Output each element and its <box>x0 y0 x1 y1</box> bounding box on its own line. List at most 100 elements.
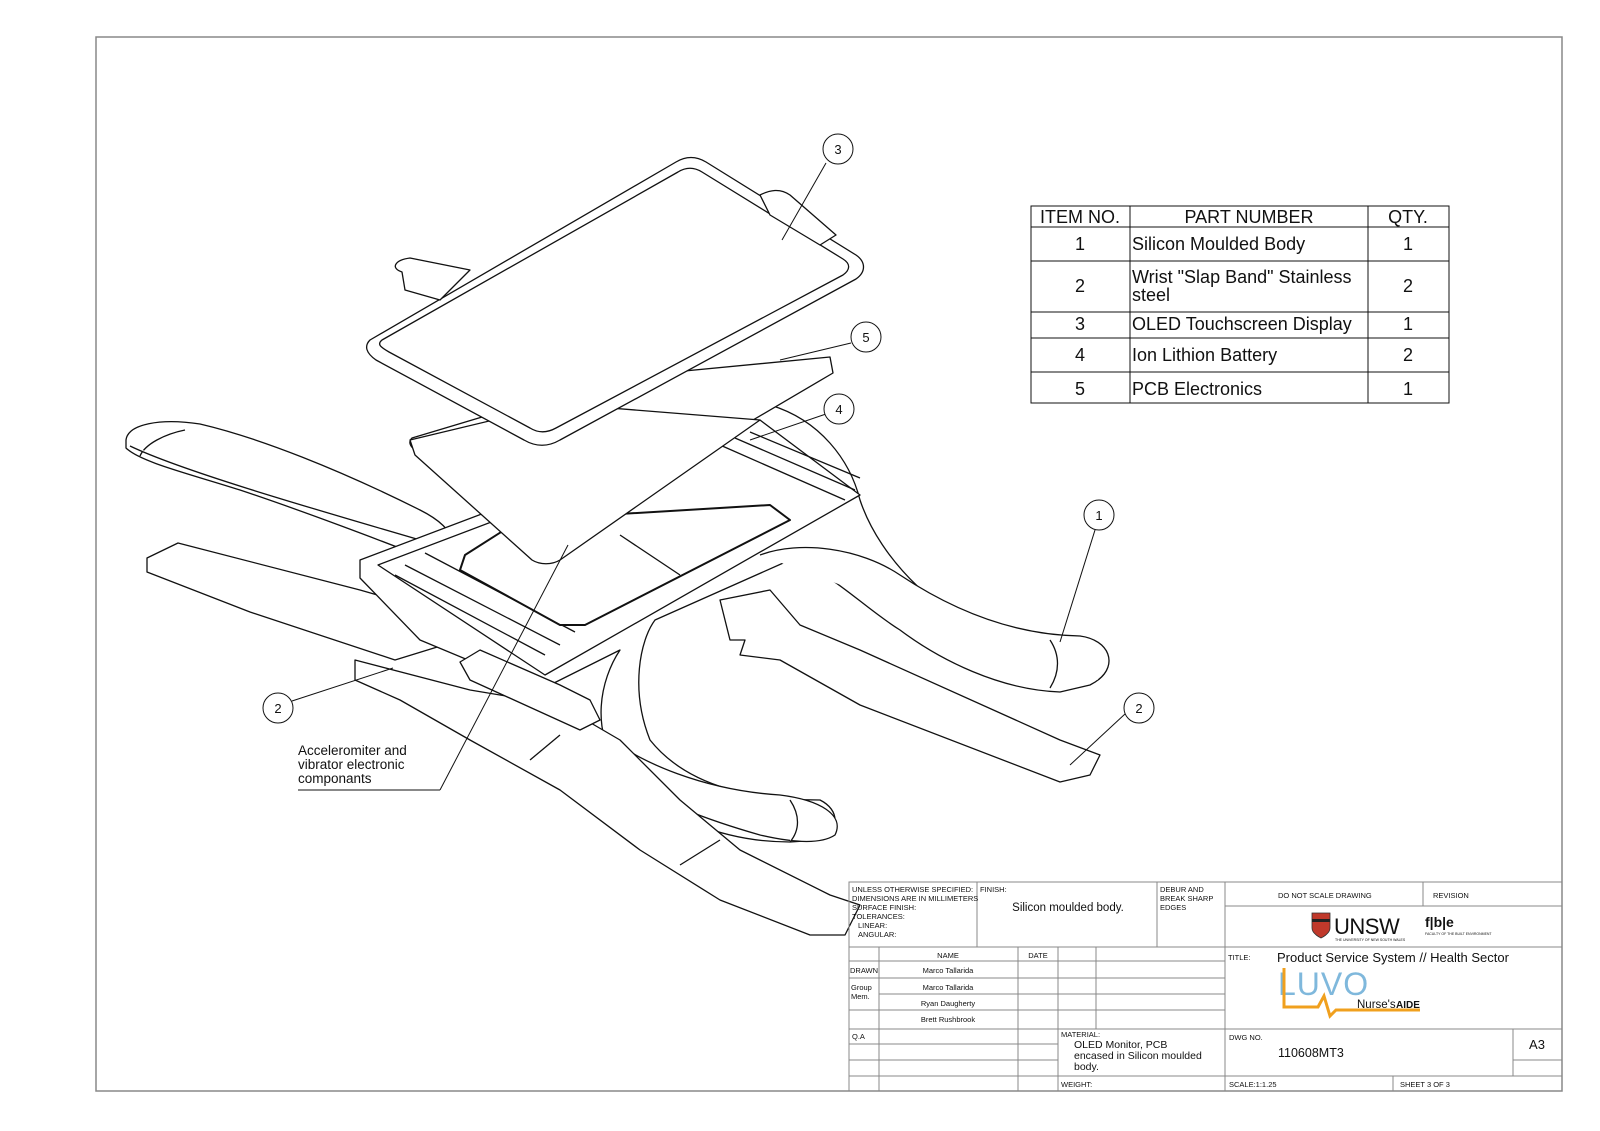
title-label: TITLE: <box>1228 953 1251 962</box>
bom-row-2-item: 2 <box>1075 276 1085 296</box>
unsw-crest-band <box>1312 919 1330 922</box>
spec-line-6: ANGULAR: <box>858 930 896 939</box>
leader-5 <box>779 342 852 361</box>
body-arm-rear-left <box>125 421 457 561</box>
debur-line-1: DEBUR AND <box>1160 885 1204 894</box>
leader-4 <box>749 413 827 441</box>
note-line-2: vibrator electronic <box>298 757 405 772</box>
leader-1 <box>1059 529 1096 643</box>
member-name-1: Marco Tallarida <box>923 983 975 992</box>
luvo-aide: AIDE <box>1396 1000 1420 1011</box>
spec-line-2: DIMENSIONS ARE IN MILLIMETERS <box>852 894 978 903</box>
fbe-wordmark: f|b|e <box>1425 914 1454 930</box>
finish-value: Silicon moulded body. <box>1012 902 1124 914</box>
balloon-2b: 2 <box>1135 701 1142 716</box>
sheet-border <box>95 36 1563 1092</box>
qa-label: Q.A <box>852 1032 865 1041</box>
balloon-callouts <box>262 133 1155 791</box>
balloon-3-ring <box>822 133 854 165</box>
balloon-4: 4 <box>835 402 842 417</box>
bom-row-2-qty: 2 <box>1403 276 1413 296</box>
display-clip-left <box>394 257 471 301</box>
debur-line-3: EDGES <box>1160 903 1186 912</box>
title-block: UNLESS OTHERWISE SPECIFIED: DIMENSIONS A… <box>848 881 1563 1092</box>
strap-front-left <box>354 659 861 936</box>
arm-rear-left-edge <box>129 445 421 541</box>
balloon-labels: 3 5 4 1 2 2 <box>274 142 1142 716</box>
scale-label: SCALE:1:1.25 <box>1229 1080 1277 1089</box>
material-line-1: OLED Monitor, PCB <box>1074 1039 1167 1051</box>
group-label-1: Group <box>851 983 872 992</box>
luvo-nurses: Nurse's <box>1357 999 1396 1011</box>
balloon-4-ring <box>823 393 855 425</box>
drawn-label: DRAWN <box>850 966 878 975</box>
bom-row-1-qty: 1 <box>1403 234 1413 254</box>
bom-header-qty: QTY. <box>1388 207 1428 227</box>
tray-slot-1 <box>394 574 546 656</box>
bom-row-1-item: 1 <box>1075 234 1085 254</box>
title-block-frame <box>848 881 1563 1092</box>
tray-slot-5 <box>734 437 856 491</box>
bom-row-1-part: Silicon Moulded Body <box>1132 234 1305 254</box>
bom-row-4-item: 4 <box>1075 345 1085 365</box>
fbe-subtitle: FACULTY OF THE BUILT ENVIRONMENT <box>1425 932 1492 936</box>
bom-row-3-item: 3 <box>1075 314 1085 334</box>
bom-frame <box>1030 205 1450 404</box>
revision-label: REVISION <box>1433 891 1469 900</box>
bom-row-4-qty: 2 <box>1403 345 1413 365</box>
balloon-2b-ring <box>1123 692 1155 724</box>
arm-front-left-tip <box>789 799 799 843</box>
weight-label: WEIGHT: <box>1061 1080 1092 1089</box>
bom-row-2-part: Wrist "Slap Band" Stainless <box>1132 267 1352 287</box>
balloon-2a-ring <box>262 692 294 724</box>
bom-row-5-item: 5 <box>1075 379 1085 399</box>
unsw-subtitle: THE UNIVERSITY OF NEW SOUTH WALES <box>1335 938 1406 942</box>
dwg-label: DWG NO. <box>1229 1033 1263 1042</box>
tray-slot-4 <box>719 444 846 501</box>
strap-front-left-seam <box>679 839 721 866</box>
name-col-header: NAME <box>937 951 959 960</box>
exploded-assembly-view <box>125 156 1110 936</box>
debur-line-2: BREAK SHARP <box>1160 894 1213 903</box>
unsw-logo: UNSW THE UNIVERSITY OF NEW SOUTH WALES <box>1311 912 1406 942</box>
balloon-3: 3 <box>834 142 841 157</box>
strap-front-left-seam-2 <box>529 734 561 761</box>
balloon-5-ring <box>850 321 882 353</box>
body-arm-right <box>759 546 1110 681</box>
bom-row-4-part: Ion Lithion Battery <box>1132 345 1277 365</box>
leader-3 <box>781 162 827 241</box>
sheet-size: A3 <box>1529 1037 1545 1052</box>
leader-2a <box>291 667 394 702</box>
title-value: Product Service System // Health Sector <box>1277 950 1510 965</box>
arm-rear-left-tip <box>139 429 186 457</box>
luvo-pulse-line <box>1282 968 1420 1019</box>
tray-slot-6 <box>749 431 861 479</box>
material-label: MATERIAL: <box>1061 1030 1100 1039</box>
fbe-logo: f|b|e FACULTY OF THE BUILT ENVIRONMENT <box>1425 914 1492 936</box>
no-scale-note: DO NOT SCALE DRAWING <box>1278 891 1372 900</box>
balloon-5: 5 <box>862 330 869 345</box>
bom-header-item: ITEM NO. <box>1040 207 1120 227</box>
leader-2b <box>1069 713 1126 766</box>
strap-front-right <box>719 589 1101 783</box>
balloon-2a: 2 <box>274 701 281 716</box>
balloon-1: 1 <box>1095 508 1102 523</box>
material-line-2: encased in Silicon moulded <box>1074 1050 1202 1062</box>
annotation-note: Acceleromiter and vibrator electronic co… <box>298 743 407 786</box>
unsw-wordmark: UNSW <box>1334 914 1400 939</box>
oled-display-screen <box>378 167 850 433</box>
arm-right-tip <box>1049 639 1059 689</box>
spec-line-1: UNLESS OTHERWISE SPECIFIED: <box>852 885 973 894</box>
display-clip-right <box>759 189 837 246</box>
material-line-3: body. <box>1074 1061 1099 1073</box>
luvo-logo: LUVO Nurse's AIDE <box>1278 966 1420 1019</box>
spec-line-5: LINEAR: <box>858 921 887 930</box>
bom-row-3-part: OLED Touchscreen Display <box>1132 314 1352 334</box>
bom-row-2-part-line2: steel <box>1132 285 1170 305</box>
unsw-crest-icon <box>1311 912 1331 939</box>
battery-plate <box>409 403 761 565</box>
body-tab-front <box>459 649 601 731</box>
group-label-2: Mem. <box>851 992 870 1001</box>
balloon-1-ring <box>1083 499 1115 531</box>
